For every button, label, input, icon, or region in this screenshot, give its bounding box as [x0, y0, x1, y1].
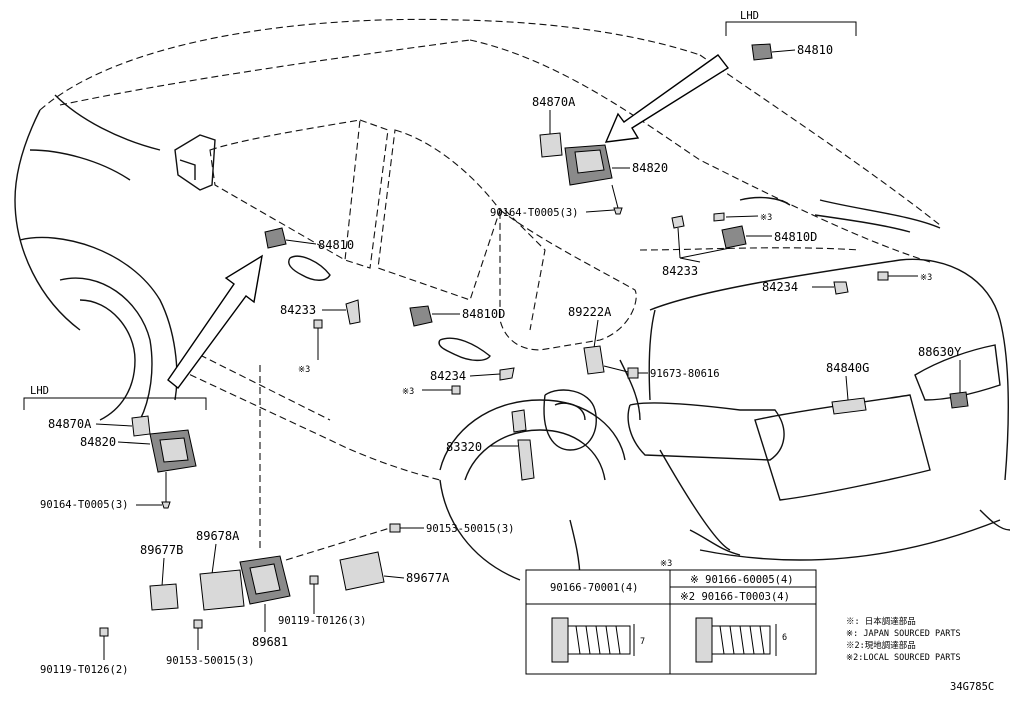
table-dim1: 7 [640, 637, 645, 647]
legend-line4: ※2:LOCAL SOURCED PARTS [846, 653, 961, 663]
part-90153-bottom: 90153-50015(3) [166, 655, 255, 667]
part-84810D-mid: 84810D [462, 307, 505, 321]
legend-line1: ※: 日本調達部品 [846, 616, 916, 627]
part-91673-80616: 91673-80616 [650, 368, 720, 380]
mid-switch-cluster: 84233 ※3 84810D 84234 ※3 [280, 299, 515, 397]
part-89677A: 89677A [406, 571, 450, 585]
part-90119-mid: 90119-T0126(3) [278, 615, 367, 627]
part-90164-left: 90164-T0005(3) [40, 499, 129, 511]
part-89222A: 89222A [568, 305, 612, 319]
lhd-left-label: LHD [30, 385, 49, 397]
part-84870A-top: 84870A [532, 95, 576, 109]
part-83320: 83320 [446, 440, 482, 454]
part-84810D-right: 84810D [774, 230, 817, 244]
part-90119-bottom: 90119-T0126(2) [40, 664, 129, 676]
arrow-to-front-door [167, 254, 263, 390]
part-84870A-left: 84870A [48, 417, 92, 431]
mark-mid: ※3 [298, 365, 310, 375]
diagram-code: 34G785C [950, 681, 994, 693]
legend-line3: ※2:現地調達部品 [846, 640, 916, 651]
part-84234-right: 84234 [762, 280, 798, 294]
table-col1: 90166-70001(4) [550, 582, 639, 594]
part-84233-mid: 84233 [280, 303, 316, 317]
table-mark: ※3 [660, 559, 672, 569]
rear-switch-84810D: ※3 84810D 84233 84234 ※3 [662, 212, 932, 295]
part-89681: 89681 [252, 635, 288, 649]
part-90164-top: 90164-T0005(3) [490, 207, 579, 219]
sensor-89222A: 89222A 91673-80616 [568, 305, 720, 380]
lhd-top-label: LHD [740, 10, 759, 22]
legend-line2: ※: JAPAN SOURCED PARTS [846, 629, 961, 639]
part-84840G: 84840G [826, 361, 869, 375]
arrow-to-rear-roof [604, 54, 730, 143]
roof-switch-cluster: 84870A 84820 90164-T0005(3) [490, 95, 668, 219]
part-84233-right: 84233 [662, 264, 698, 278]
lhd-left-callout: LHD 84870A 84820 90164-T0005(3) [23, 385, 207, 511]
mark-left: ※3 [402, 387, 414, 397]
mark-right: ※3 [920, 273, 932, 283]
legend: ※: 日本調達部品 ※: JAPAN SOURCED PARTS ※2:現地調達… [846, 616, 994, 693]
part-90153-mid: 90153-50015(3) [426, 523, 515, 535]
part-84810-mid: 84810 [318, 238, 354, 252]
front-door-switch: 84810 [264, 227, 354, 281]
part-84234-mid: 84234 [430, 369, 466, 383]
lhd-top-callout: LHD 84810 [725, 10, 857, 61]
table-col2a: ※ 90166-60005(4) [690, 574, 794, 586]
part-88630Y: 88630Y [918, 345, 962, 359]
part-84820-left: 84820 [80, 435, 116, 449]
part-89678A: 89678A [196, 529, 240, 543]
table-col2b: ※2 90166-T0003(4) [680, 591, 790, 603]
fastener-table: ※3 90166-70001(4) ※ 90166-60005(4) ※2 90… [525, 559, 817, 675]
bracket-83320: 83320 [446, 409, 535, 481]
part-84820-top: 84820 [632, 161, 668, 175]
mark-top: ※3 [760, 213, 772, 223]
rear-sensors: 84840G 88630Y [826, 345, 969, 415]
table-dim2: 6 [782, 633, 787, 643]
part-84810-top: 84810 [797, 43, 833, 57]
vehicle-body [14, 18, 1011, 581]
part-89677B: 89677B [140, 543, 183, 557]
control-module-cluster: 89678A 89677B 89681 90153-50015(3) 89677… [40, 365, 515, 676]
